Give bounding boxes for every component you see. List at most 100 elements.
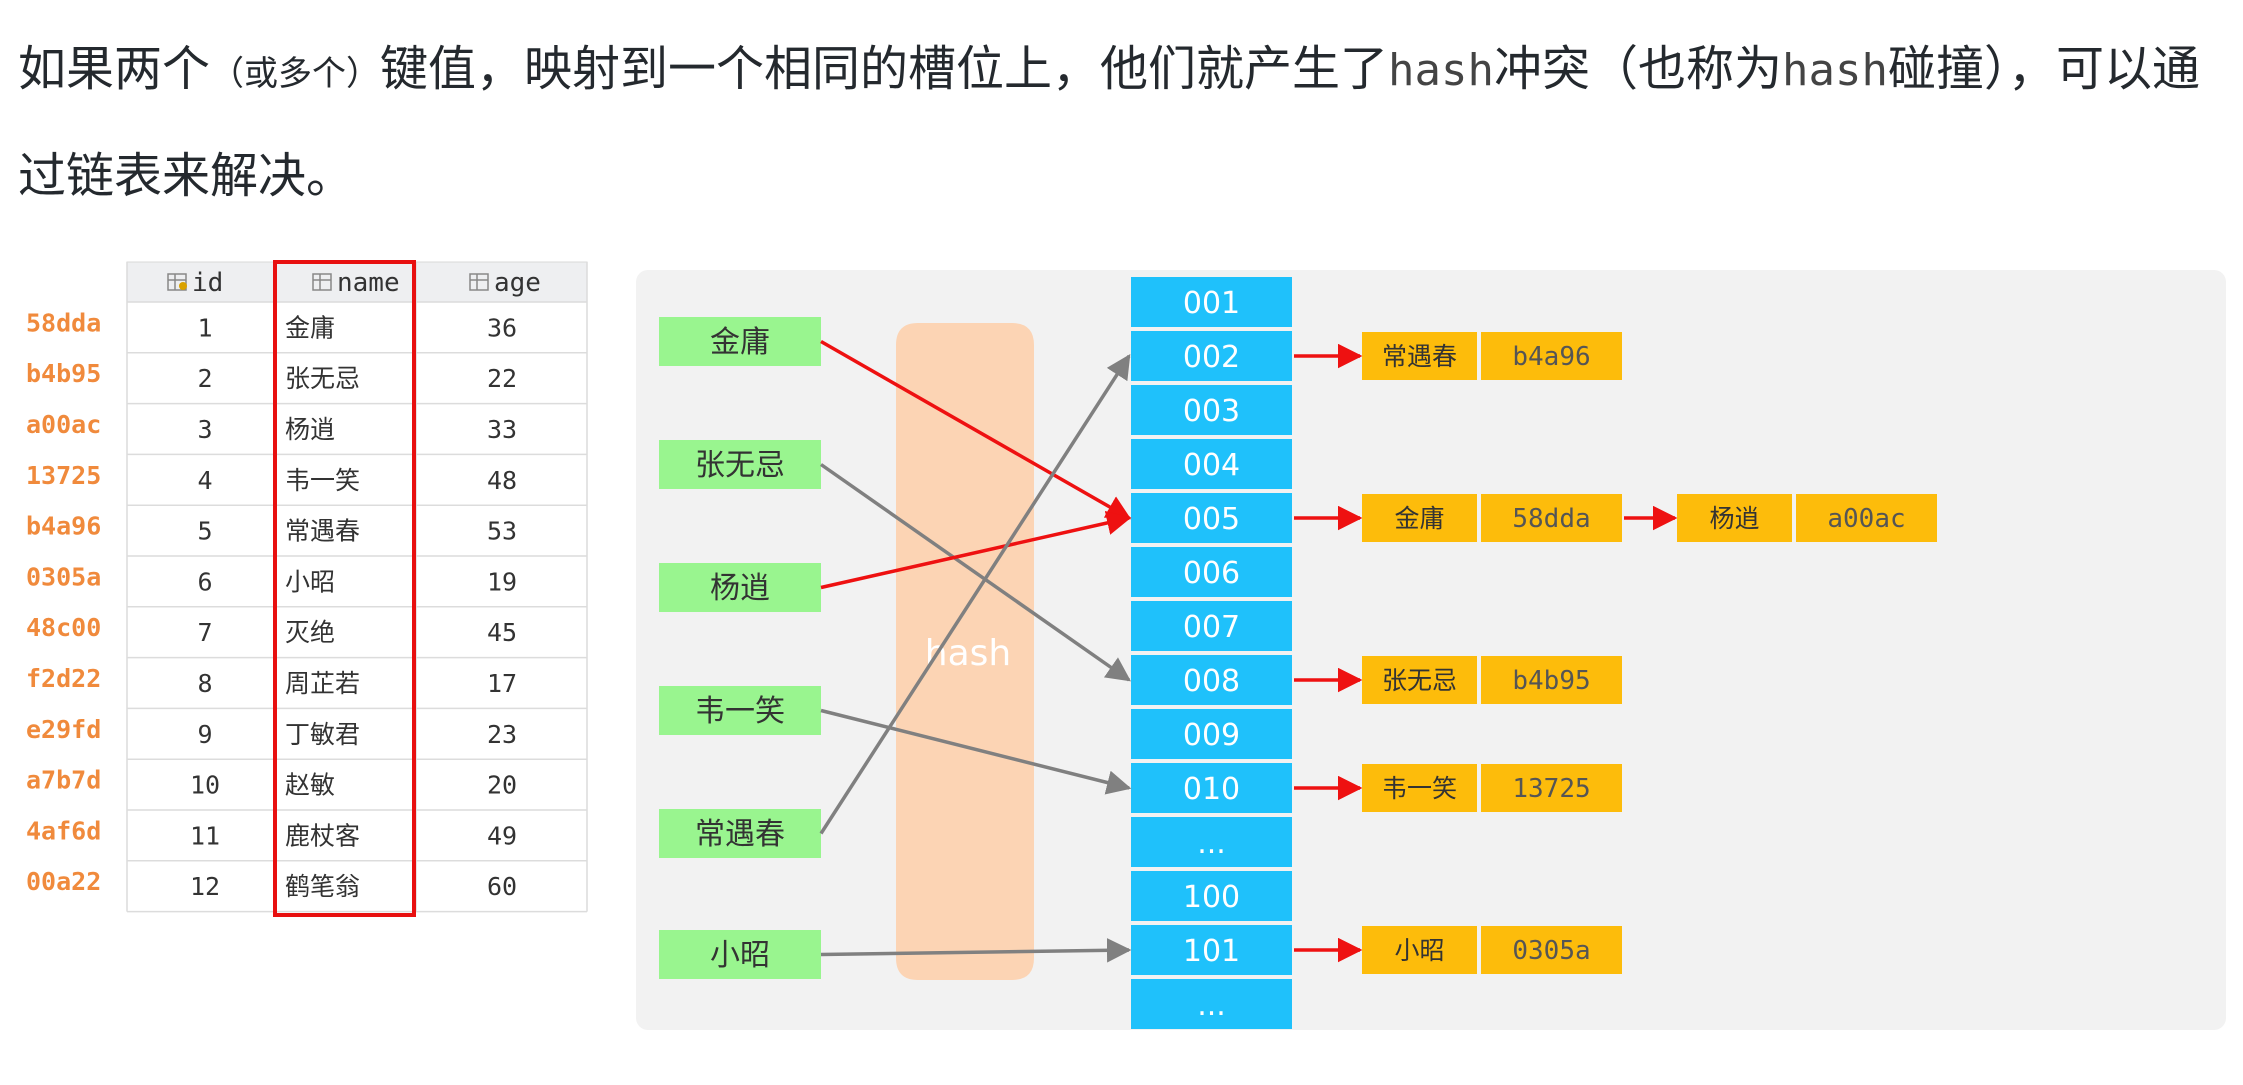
- entry-name-box: [1362, 656, 1477, 704]
- cell-name: 周芷若: [285, 669, 360, 698]
- cell-age: 48: [487, 466, 517, 495]
- cell-name: 常遇春: [285, 517, 360, 546]
- cell-id: 6: [197, 567, 212, 596]
- slot-box: [1131, 493, 1292, 543]
- slot-label: 100: [1183, 880, 1240, 915]
- cell-age: 49: [487, 821, 517, 850]
- slot-box: [1131, 331, 1292, 381]
- cell-id: 3: [197, 415, 212, 444]
- slot-box: [1131, 385, 1292, 435]
- slot-box: [1131, 763, 1292, 813]
- key-box: [659, 930, 821, 979]
- cell-age: 60: [487, 872, 517, 901]
- slot-label: 006: [1183, 556, 1240, 591]
- cell-name: 灭绝: [285, 618, 335, 647]
- row-hash-value: 48c00: [26, 613, 101, 642]
- cell-name: 杨逍: [285, 415, 335, 444]
- slot-box: [1131, 979, 1292, 1029]
- slot-label: 010: [1183, 772, 1240, 807]
- cell-id: 4: [197, 466, 212, 495]
- entry-name-label: 杨逍: [1709, 504, 1759, 533]
- table-header-bg: [126, 261, 588, 303]
- mapping-arrow: [819, 353, 1131, 835]
- para-seg-7: 碰撞），可以通过链表来解决。: [18, 41, 2200, 204]
- entry-name-box: [1677, 494, 1792, 542]
- slot-box: [1131, 925, 1292, 975]
- slot-box: [1131, 709, 1292, 759]
- key-box: [659, 809, 821, 858]
- mapping-arrow: [819, 463, 1132, 682]
- entry-name-label: 小昭: [1394, 936, 1444, 965]
- column-header-age: age: [494, 268, 541, 298]
- key-label: 小昭: [710, 938, 770, 973]
- slot-box: [1131, 601, 1292, 651]
- entry-code-box: [1481, 656, 1622, 704]
- cell-id: 9: [197, 720, 212, 749]
- row-hash-value: a7b7d: [26, 766, 101, 795]
- name-column-highlight: [273, 260, 416, 917]
- cell-name: 丁敏君: [285, 720, 360, 749]
- row-hash-value: 58dda: [26, 308, 101, 337]
- table-row: 13725 4 韦一笑 48: [26, 461, 517, 495]
- row-hash-value: e29fd: [26, 715, 101, 744]
- key-box: [659, 686, 821, 735]
- mapping-arrow: [820, 708, 1132, 795]
- cell-name: 赵敏: [285, 771, 335, 800]
- slot-label: 008: [1183, 664, 1240, 699]
- cell-name: 张无忌: [285, 364, 360, 393]
- description-paragraph: 如果两个（或多个）键值，映射到一个相同的槽位上，他们就产生了hash冲突（也称为…: [18, 18, 2223, 227]
- entry-name-box: [1362, 764, 1477, 812]
- cell-name: 小昭: [285, 567, 335, 596]
- row-hash-value: 13725: [26, 461, 101, 490]
- para-seg-4: hash: [1388, 45, 1494, 96]
- cell-age: 17: [487, 669, 517, 698]
- column-header-name: name: [337, 268, 400, 298]
- slot-label: 101: [1183, 934, 1240, 969]
- hash-function-band: [896, 323, 1034, 980]
- cell-age: 53: [487, 517, 517, 546]
- para-seg-6: hash: [1782, 45, 1888, 96]
- entry-code-box: [1481, 332, 1622, 380]
- slot-box: [1131, 655, 1292, 705]
- column-id-icon: [167, 273, 187, 291]
- para-seg-3: 键值，映射到一个相同的槽位上，他们就产生了: [380, 41, 1389, 97]
- cell-id: 12: [190, 872, 220, 901]
- entry-code-box: [1481, 926, 1622, 974]
- key-label: 杨逍: [710, 571, 770, 606]
- cell-age: 33: [487, 415, 517, 444]
- key-label: 常遇春: [695, 817, 785, 852]
- diagram-panel: [636, 270, 2226, 1030]
- row-hash-value: a00ac: [26, 410, 101, 439]
- slot-label: 007: [1183, 610, 1240, 645]
- cell-id: 2: [197, 364, 212, 393]
- slot-label: ...: [1197, 826, 1226, 861]
- entry-code-label: a00ac: [1827, 504, 1905, 534]
- entry-name-label: 金庸: [1394, 504, 1444, 533]
- slot-label: ...: [1197, 988, 1226, 1023]
- row-hash-value: b4a96: [26, 512, 101, 541]
- entry-code-box: [1796, 494, 1937, 542]
- column-header-id: id: [192, 268, 223, 298]
- table-row: a00ac 3 杨逍 33: [26, 410, 517, 444]
- entry-name-box: [1362, 332, 1477, 380]
- slot-label: 005: [1183, 502, 1240, 537]
- key-box: [659, 563, 821, 612]
- cell-age: 20: [487, 771, 517, 800]
- cell-name: 韦一笑: [285, 466, 360, 495]
- cell-age: 22: [487, 364, 517, 393]
- key-box: [659, 317, 821, 366]
- cell-id: 5: [197, 517, 212, 546]
- cell-name: 鹿杖客: [285, 821, 360, 850]
- slot-box: [1131, 439, 1292, 489]
- slot-label: 001: [1183, 286, 1240, 321]
- column-age-icon: [469, 273, 489, 291]
- collision-mapping-arrow: [820, 339, 1132, 520]
